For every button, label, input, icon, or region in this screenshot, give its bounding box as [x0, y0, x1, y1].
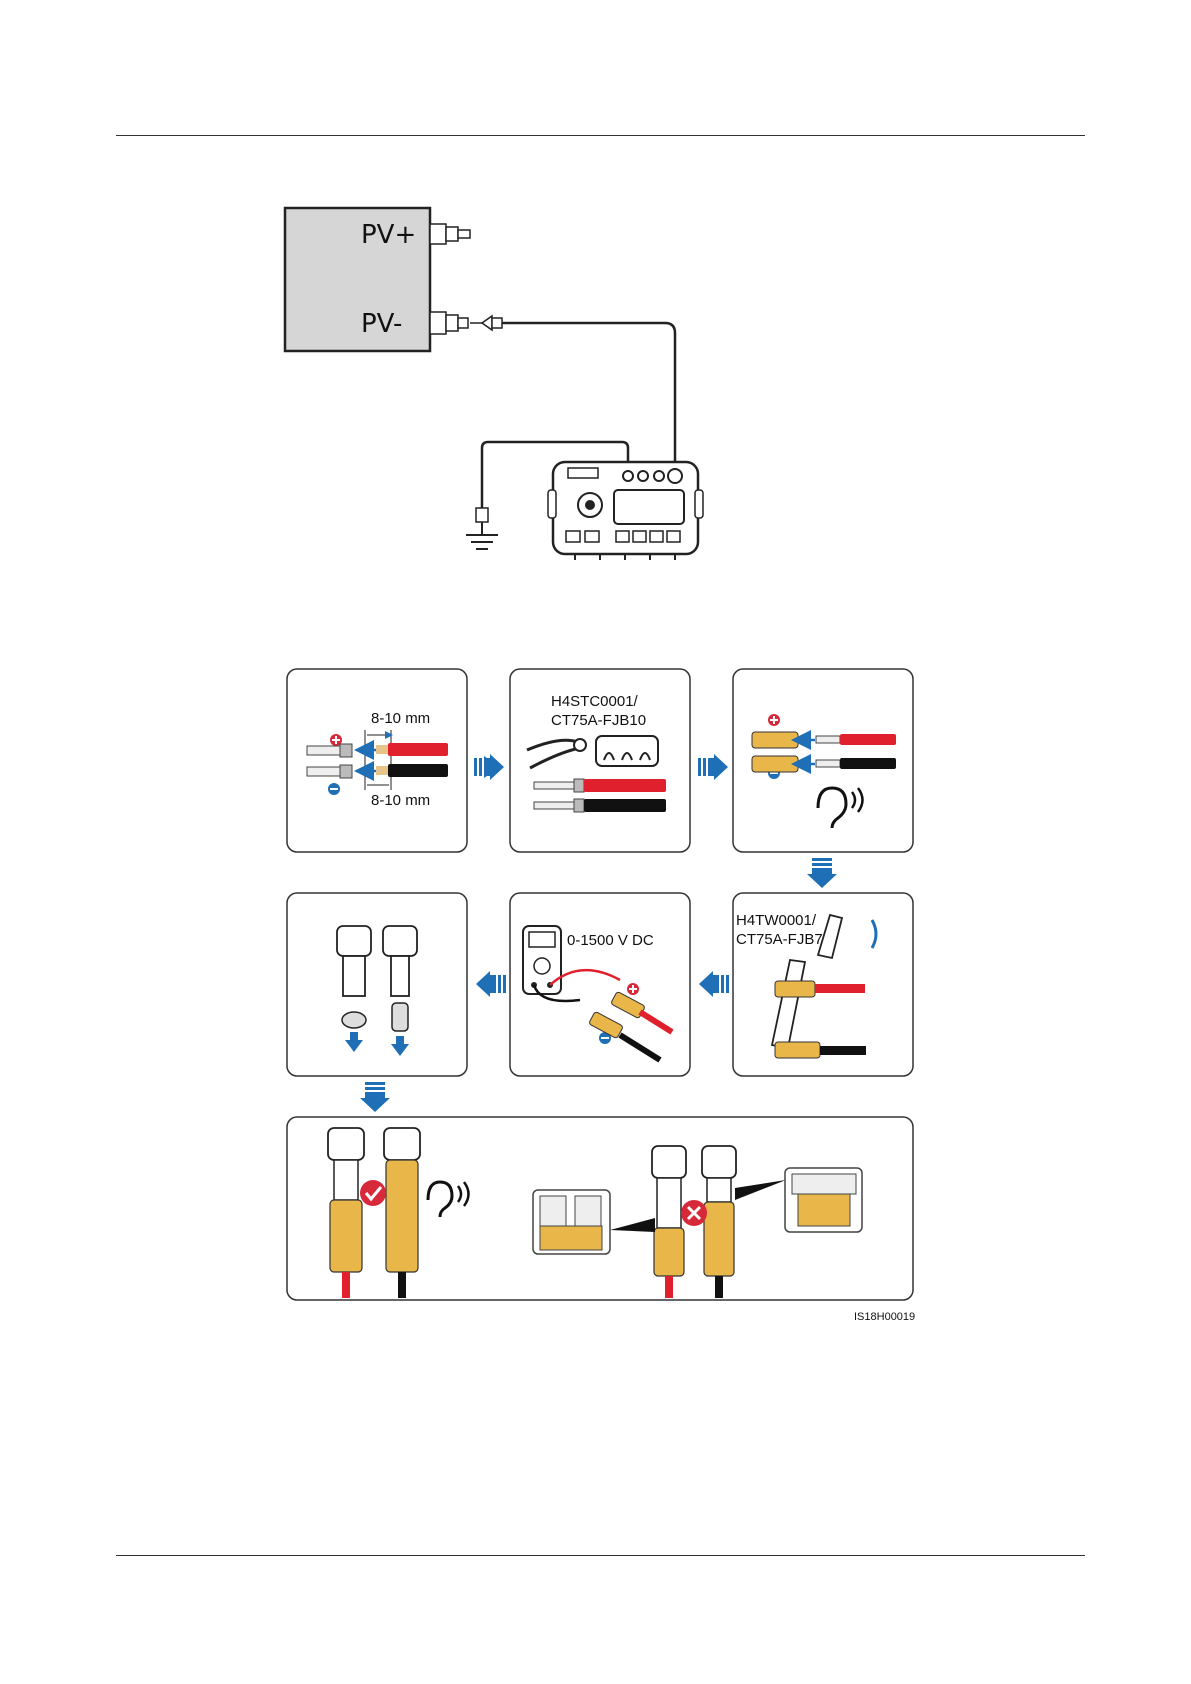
- pv-minus-label: PV-: [361, 309, 402, 339]
- pv-plus-label: PV+: [361, 220, 416, 250]
- cross-wrong-icon: [681, 1200, 707, 1226]
- crimp-tool-line1: H4STC0001/: [551, 693, 639, 710]
- strip-length-top: 8-10 mm: [371, 710, 430, 727]
- pv-minus-connector-icon: [430, 312, 502, 334]
- crimp-tool-line2: CT75A-FJB10: [551, 712, 646, 729]
- plus-polarity-icon: [768, 714, 780, 726]
- check-ok-icon: [360, 1180, 386, 1206]
- black-wire: [388, 764, 448, 777]
- figure-id: IS18H00019: [854, 1311, 915, 1323]
- minus-polarity-icon: [328, 783, 340, 795]
- measure-voltage-label: 0-1500 V DC: [567, 932, 654, 949]
- metal-contact-plus: [307, 744, 352, 757]
- pv-plus-connector-icon: [430, 224, 470, 244]
- step-panel-remove-caps: [287, 893, 467, 1076]
- step-panel-tighten: H4TW0001/ CT75A-FJB7: [733, 893, 913, 1076]
- ground-symbol-icon: [466, 535, 498, 549]
- metal-contact-minus: [307, 765, 352, 778]
- step-panel-insert: [733, 669, 913, 852]
- test-lead-positive: [502, 323, 675, 470]
- flow-arrow-right-icon: [474, 754, 504, 780]
- plus-polarity-icon: [627, 983, 639, 995]
- strip-length-bottom: 8-10 mm: [371, 792, 430, 809]
- step-panel-crimp: H4STC0001/ CT75A-FJB10: [510, 669, 690, 852]
- wrench-tool-line2: CT75A-FJB7: [736, 931, 823, 948]
- step-panel-measure: 0-1500 V DC: [510, 893, 690, 1076]
- flow-arrow-down-icon: [360, 1082, 390, 1112]
- step-panel-mate: [287, 1117, 913, 1300]
- wrench-tool-line1: H4TW0001/: [736, 912, 817, 929]
- multimeter-icon: [523, 926, 561, 994]
- step-panel-strip: 8-10 mm 8-10 mm: [287, 669, 467, 852]
- flow-arrow-down-icon: [807, 858, 837, 888]
- ground-probe-icon: [476, 508, 488, 535]
- flow-arrow-left-icon: [476, 971, 506, 997]
- red-wire: [388, 743, 448, 756]
- flow-arrow-left-icon: [699, 971, 729, 997]
- crimped-red-wire: [584, 779, 666, 792]
- insulation-tester-icon: [548, 462, 703, 560]
- crimped-black-wire: [584, 799, 666, 812]
- flow-arrow-right-icon: [698, 754, 728, 780]
- insulation-test-diagram: PV+ PV-: [285, 208, 703, 560]
